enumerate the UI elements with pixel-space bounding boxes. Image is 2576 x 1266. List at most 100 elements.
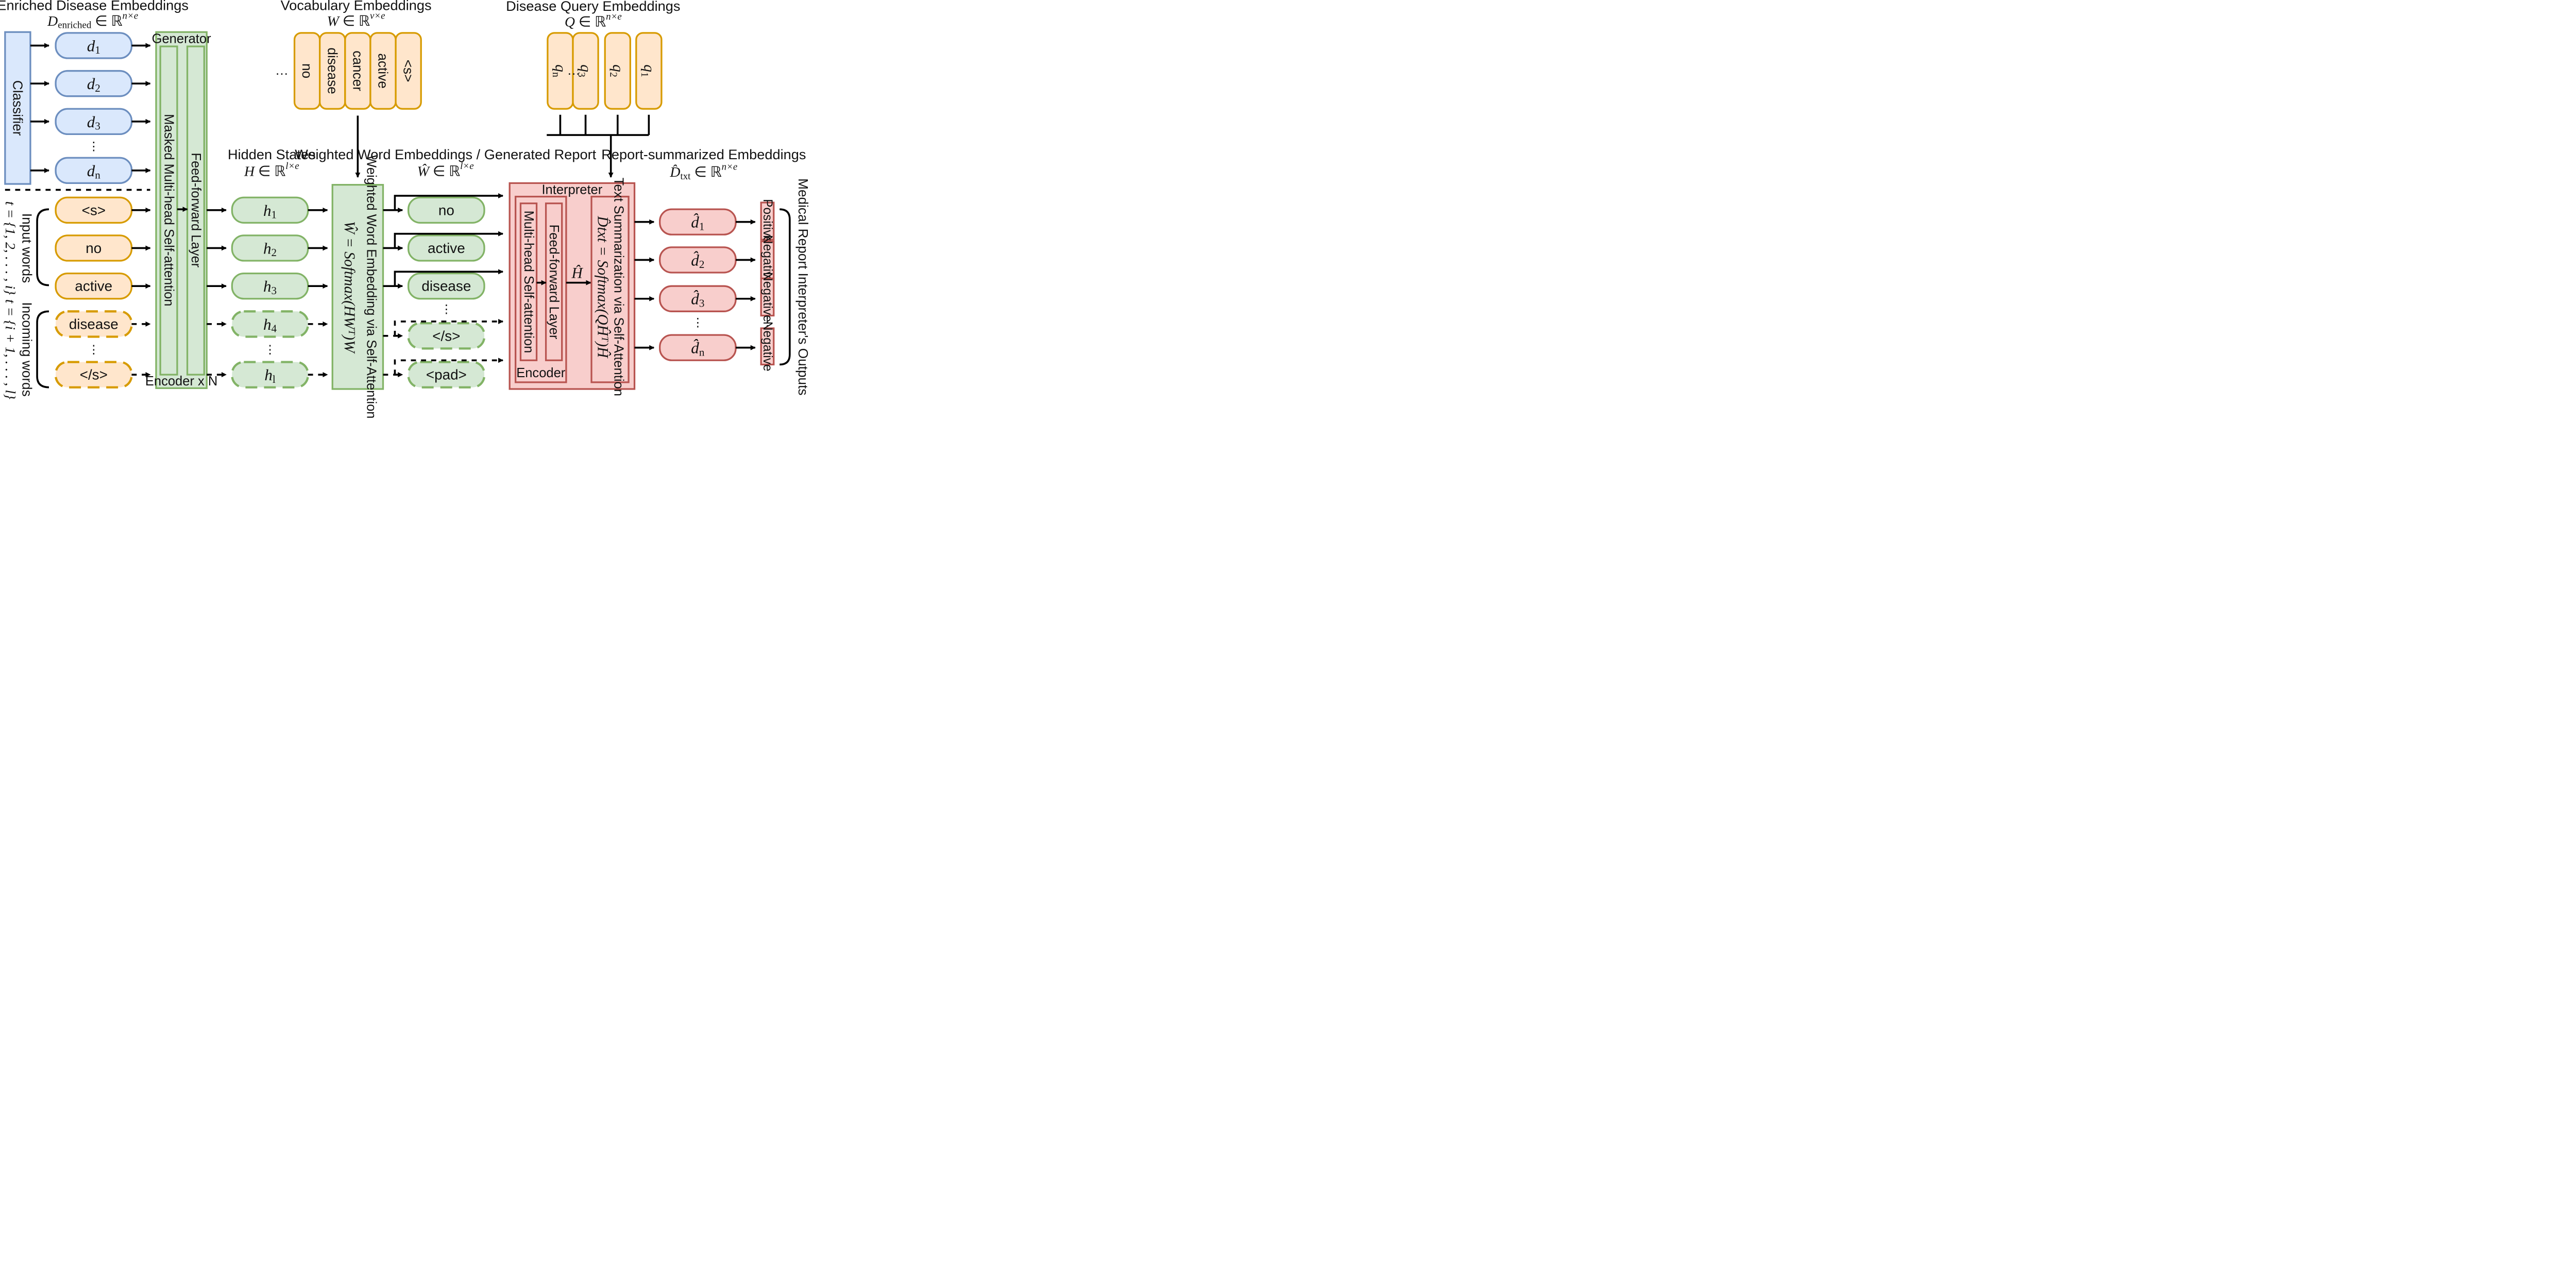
input-words-label: Input words (19, 213, 35, 283)
vocab-token-4 (395, 32, 422, 110)
output-label-3: Negative (760, 322, 774, 372)
query-token-label-0-sub: n (550, 72, 562, 77)
generated-word-label-2: disease (421, 278, 471, 294)
hidden-state-label-2-base: h (263, 277, 272, 295)
generated-word-4 (407, 361, 486, 389)
interpreter-encoder-label: Encoder (516, 366, 566, 380)
weighting-formula: Ŵ = Softmax(HWᵀ)W (341, 221, 358, 354)
generator-ffn-label: Feed-forward Layer (189, 153, 203, 267)
generated-word-2 (408, 272, 485, 300)
incoming-brace (36, 310, 49, 389)
disease-embedding-label-3-sub: n (95, 169, 100, 181)
query-formula-sup: n×e (606, 11, 622, 22)
hidden-state-label-4-base: h (264, 366, 273, 384)
query-token-label-0-base: q (552, 64, 568, 72)
incoming-range-label: t = {i + 1, . . . , l} (2, 299, 18, 399)
summarization-title: Text Summarization via Self-Attention (611, 178, 625, 396)
interpreter-branch-4 (394, 358, 504, 375)
generator-ffn-box (186, 45, 205, 376)
vocab-formula-base: W (327, 13, 341, 29)
disease-embedding-label-3-base: d (87, 161, 95, 179)
weighted-formula: Ŵ ∈ ℝl×e (417, 160, 474, 179)
generated-ellipsis: ⋮ (440, 302, 452, 315)
generated-word-3 (407, 322, 486, 350)
generated-word-label-4: <pad> (426, 367, 467, 383)
query-token-label-3: q1 (639, 64, 657, 77)
summarized-label-3: d̂n (691, 339, 705, 359)
incoming-word-label-1: </s> (80, 367, 108, 383)
hidden-state-label-3-sub: 4 (272, 323, 277, 335)
summarized-formula-sup: n×e (722, 161, 738, 172)
hidden-formula-base: H (244, 163, 256, 179)
classifier-label: Classifier (10, 80, 25, 136)
summarized-label-1-sub: 2 (699, 258, 705, 271)
generator-attention-box (159, 45, 178, 376)
vocab-formula: W ∈ ℝv×e (327, 10, 385, 29)
output-cell-1 (760, 240, 775, 280)
disease-embedding-label-0-base: d (87, 37, 95, 55)
output-cell-2 (760, 277, 775, 317)
query-token-2 (604, 32, 631, 110)
input-word-label-0: <s> (82, 202, 106, 218)
hidden-state-label-1-base: h (263, 239, 272, 257)
query-token-label-3-base: q (640, 64, 657, 72)
disease-embedding-label-2-sub: 3 (95, 120, 100, 132)
h-hat-label: Ĥ (571, 265, 584, 282)
interpreter-branch-2 (394, 269, 504, 286)
summarized-label-0-sub: 1 (699, 220, 705, 232)
enriched-formula: Denriched ∈ ℝn×e (47, 10, 138, 30)
input-word-label-1: no (86, 240, 101, 256)
output-cell-0 (760, 201, 775, 241)
hidden-state-label-1-sub: 2 (272, 246, 277, 259)
weighted-formula-base: Ŵ (417, 163, 431, 179)
hidden-ellipsis: ⋮ (264, 343, 276, 356)
output-label-1: Negative (760, 235, 774, 285)
summarized-label-2-base: d̂ (691, 290, 699, 308)
summarized-formula-sub: txt (680, 171, 691, 181)
output-brace (779, 208, 791, 366)
enriched-formula-sub: enriched (58, 20, 92, 30)
query-token-3 (635, 32, 663, 110)
incoming-word-1 (54, 361, 133, 389)
hidden-state-label-4: hl (264, 366, 276, 385)
query-token-label-3-sub: 1 (639, 72, 650, 77)
summarized-label-0: d̂1 (691, 213, 704, 233)
disease-embedding-label-2-base: d (87, 112, 95, 130)
query-formula: Q ∈ ℝn×e (565, 11, 622, 30)
interpreter-ffn-label: Feed-forward Layer (547, 225, 561, 340)
vocab-token-label-3: active (376, 53, 391, 88)
hidden-state-label-0-base: h (263, 201, 272, 219)
query-token-label-0: qn (550, 64, 568, 77)
summarized-label-1-base: d̂ (691, 251, 699, 269)
summarized-label-3-base: d̂ (691, 339, 699, 357)
hidden-state-label-0: h1 (263, 201, 277, 221)
generator-attention-label: Masked Multi-head Self-attention (162, 114, 176, 306)
enriched-formula-base: D (47, 13, 58, 29)
hidden-formula-rest: ∈ ℝ (255, 163, 285, 179)
vocab-token-label-0: no (299, 63, 315, 78)
disease-embedding-label-0: d1 (87, 37, 100, 56)
query-token-label-2-sub: 2 (608, 72, 619, 77)
hidden-state-label-1: h2 (263, 239, 277, 259)
summarized-label-3-sub: n (699, 346, 705, 358)
weighted-formula-rest: ∈ ℝ (429, 163, 460, 179)
input-word-label-2: active (75, 278, 112, 294)
weighted-header: Weighted Word Embeddings / Generated Rep… (295, 146, 596, 162)
query-formula-rest: ∈ ℝ (575, 14, 606, 30)
summarized-label-2: d̂3 (691, 290, 704, 310)
hidden-state-3 (231, 310, 309, 338)
enriched-formula-sup: n×e (123, 10, 139, 21)
interpreter-branch-3 (394, 318, 504, 336)
hidden-state-label-4-sub: l (273, 373, 276, 385)
classifier-box (4, 31, 31, 185)
interpreter-branch-0 (394, 193, 504, 210)
output-label-0: Positive (760, 199, 774, 243)
summarized-formula-base: D̂ (669, 164, 680, 180)
interpreter-title: Interpreter (541, 182, 602, 197)
query-token-label-2-base: q (609, 64, 626, 72)
disease-embedding-label-2: d3 (87, 112, 100, 132)
vocab-token-label-1: disease (325, 47, 340, 94)
summarized-ellipsis: ⋮ (692, 316, 704, 329)
output-cell-3 (760, 327, 775, 366)
disease-embedding-label-1-base: d (87, 75, 95, 93)
